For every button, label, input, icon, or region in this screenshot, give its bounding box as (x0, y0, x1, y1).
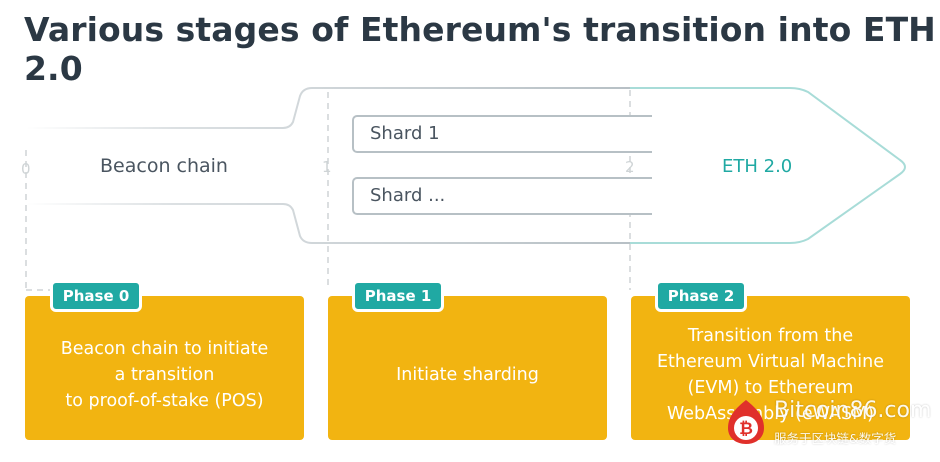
eth2-label: ETH 2.0 (722, 156, 793, 177)
stage-number-2: 2 (625, 158, 635, 176)
watermark: ₿ Bitcoin86.com 服务于区块链&数字货 (724, 398, 936, 454)
phase-0-tag: Phase 0 (50, 280, 142, 312)
watermark-text: Bitcoin86.com (774, 398, 932, 423)
eth2-arrow-outline (630, 87, 906, 244)
page-title: Various stages of Ethereum's transition … (24, 10, 936, 88)
bitcoin-icon: ₿ (728, 400, 764, 444)
phase-2-description: Transition from the Ethereum Virtual Mac… (656, 326, 885, 424)
phase-2-tag: Phase 2 (655, 280, 747, 312)
watermark-subtext: 服务于区块链&数字货 (774, 431, 897, 446)
stage-number-0: 0 (21, 160, 31, 178)
shard-n-box: Shard ... (352, 177, 652, 215)
shard-1-box: Shard 1 (352, 115, 652, 153)
beacon-chain-shaft-bottom (26, 203, 630, 244)
beacon-chain-label: Beacon chain (100, 155, 228, 177)
beacon-chain-shaft (26, 87, 630, 129)
stage-number-1: 1 (322, 158, 332, 176)
phase-1-tag: Phase 1 (352, 280, 444, 312)
phase-0-card: Beacon chain to initiate a transition to… (25, 296, 304, 440)
shard-n-label: Shard ... (370, 185, 446, 206)
phase-1-description: Initiate sharding (396, 365, 539, 385)
phase-0-description: Beacon chain to initiate a transition to… (60, 339, 269, 411)
phase-2-card: Transition from the Ethereum Virtual Mac… (631, 296, 910, 440)
shard-1-label: Shard 1 (370, 123, 440, 144)
svg-text:₿: ₿ (739, 419, 753, 439)
phase-1-card: Initiate sharding (328, 296, 607, 440)
